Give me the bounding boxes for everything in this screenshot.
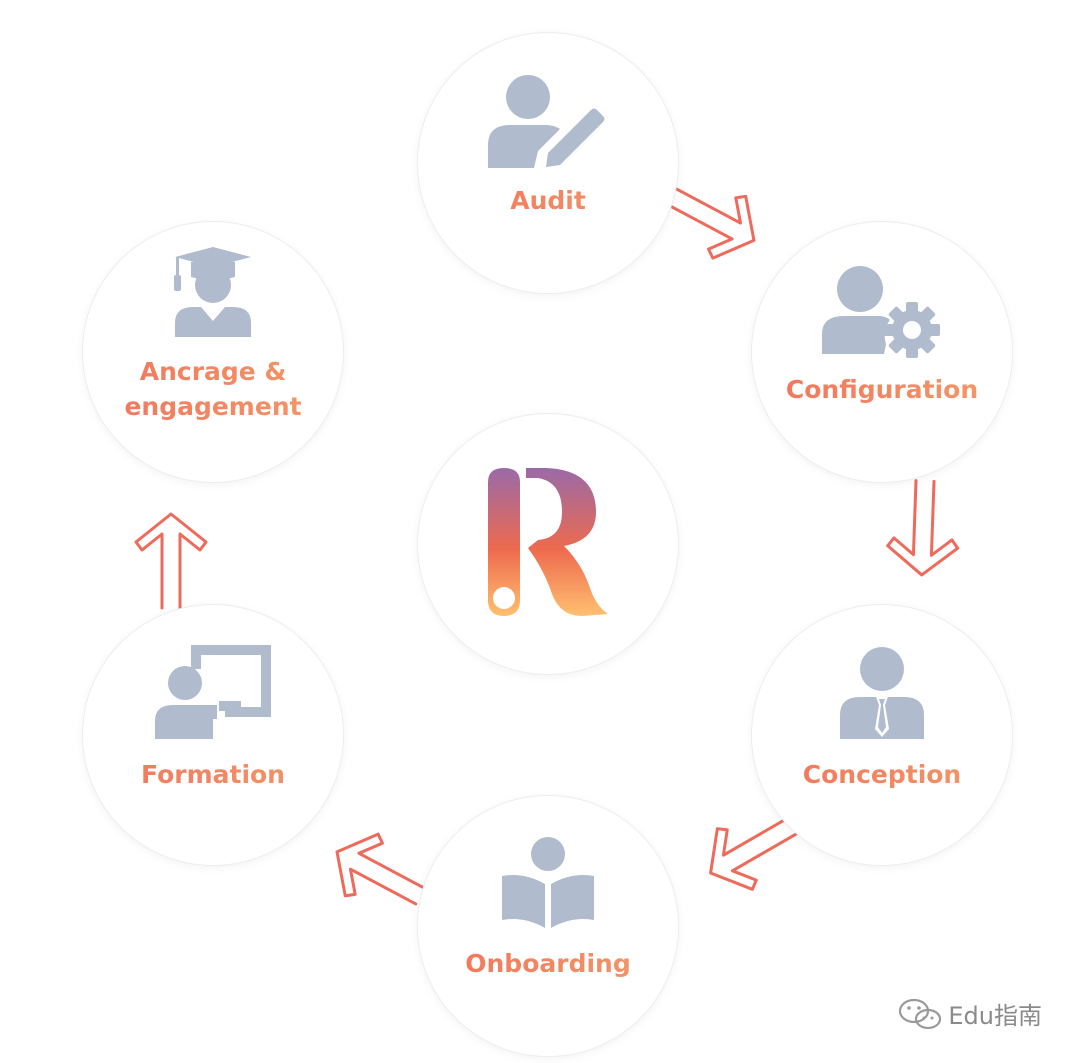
arrow-formation-ancrage [134,512,208,610]
watermark: Edu指南 [898,996,1042,1031]
arrow-configuration-conception [886,479,960,577]
step-audit-label: Audit [418,183,678,218]
step-ancrage-label-line1: Ancrage & [83,354,343,389]
step-configuration-label: Configuration [752,372,1012,407]
step-conception: Conception [752,605,1012,865]
businessman-icon [840,647,924,739]
step-ancrage-label-line2: engagement [83,389,343,424]
step-formation: Formation [83,605,343,865]
user-edit-icon [488,75,605,168]
presenter-board-icon [155,645,271,739]
step-onboarding-label: Onboarding [418,946,678,981]
step-ancrage-engagement: Ancrage & engagement [83,222,343,482]
graduate-icon [174,247,251,337]
watermark-text: Edu指南 [948,1002,1042,1030]
center-logo-node [418,414,678,674]
wechat-icon [899,998,942,1029]
user-gear-icon [822,266,940,358]
reader-book-icon [502,837,594,928]
step-configuration: Configuration [752,222,1012,482]
r-logo-icon [488,468,608,616]
step-formation-label: Formation [83,757,343,792]
step-onboarding: Onboarding [418,796,678,1056]
step-audit: Audit [418,33,678,293]
step-conception-label: Conception [752,757,1012,792]
